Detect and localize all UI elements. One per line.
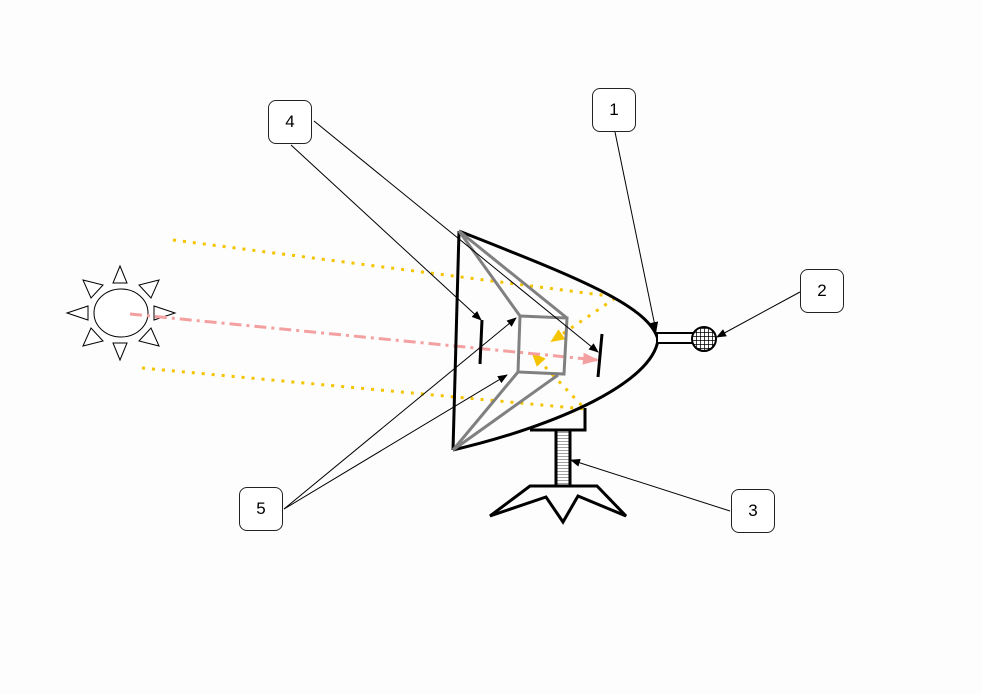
receiver-globe (691, 326, 717, 352)
stand (489, 408, 628, 525)
callout-4: 4 (268, 100, 312, 144)
ray-center (129, 312, 599, 365)
secondary-mirror-frame (451, 229, 569, 452)
callout-2: 2 (800, 269, 844, 313)
mirror-right (596, 333, 604, 378)
callout-1: 1 (592, 88, 636, 132)
callout-label: 5 (256, 499, 266, 518)
callout-label: 3 (748, 501, 758, 520)
callout-label: 4 (285, 112, 295, 131)
sun-icon (65, 264, 177, 362)
receiver-pipe (656, 332, 696, 344)
mirror-left (478, 319, 484, 365)
callout-label: 1 (609, 100, 619, 119)
light-rays (129, 238, 622, 411)
callout-label: 2 (817, 281, 827, 300)
callout-3: 3 (731, 489, 775, 533)
callout-5: 5 (239, 487, 283, 531)
leader-lines (283, 120, 801, 512)
